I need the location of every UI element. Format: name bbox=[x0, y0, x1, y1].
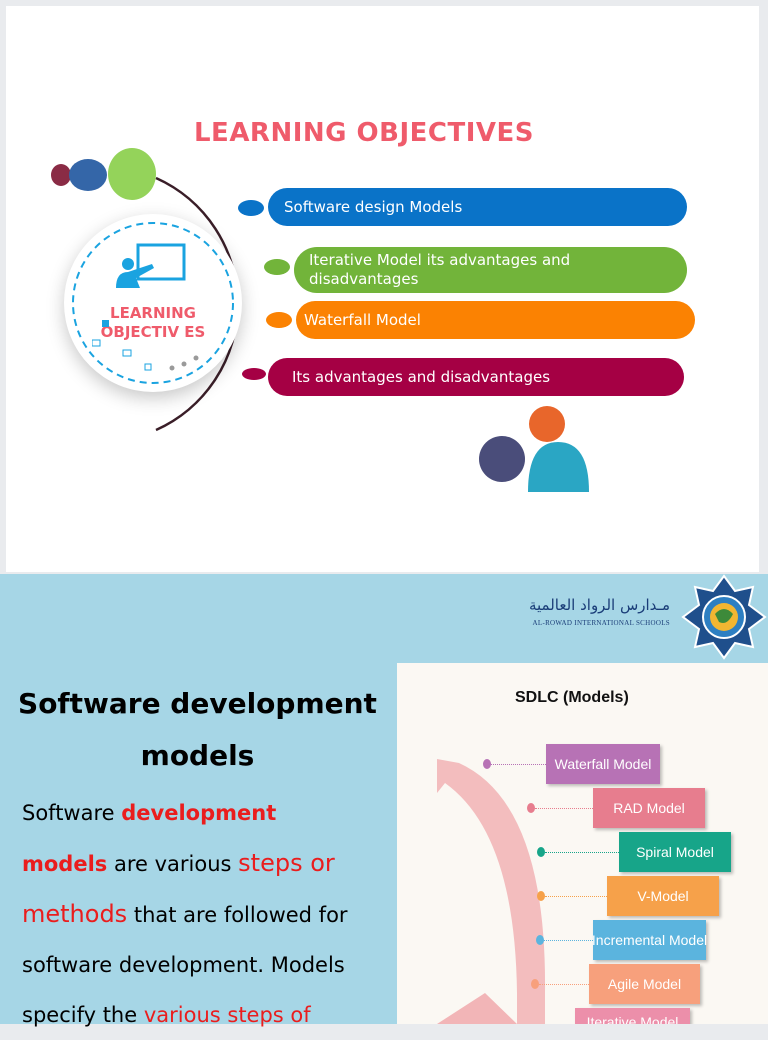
model-box-rad: RAD Model bbox=[593, 788, 705, 828]
facebook-icon bbox=[102, 320, 109, 327]
badge-small-icons bbox=[92, 320, 199, 371]
diagram-title: SDLC (Models) bbox=[515, 689, 629, 706]
objective-label: Its advantages and disadvantages bbox=[292, 367, 551, 386]
objective-item-2: Iterative Model its advantages and disad… bbox=[294, 247, 687, 293]
highlight-text: models bbox=[22, 852, 108, 876]
decor-body-teal bbox=[528, 442, 589, 492]
badge-ring bbox=[72, 222, 234, 384]
sdlc-diagram: SDLC (Models) Waterfall Model RAD Model … bbox=[397, 663, 768, 1024]
connector-line bbox=[545, 896, 607, 897]
highlight-text: various steps of bbox=[143, 1003, 311, 1027]
decor-dot-green bbox=[108, 148, 156, 200]
highlight-text: development bbox=[121, 801, 277, 825]
model-label: Incremental Model bbox=[591, 932, 708, 948]
software-models-slide: مـدارس الرواد العالمية AL-ROWAD INTERNAT… bbox=[0, 574, 768, 1027]
curved-arrow-shape bbox=[437, 759, 546, 1024]
model-label: Agile Model bbox=[607, 976, 682, 992]
model-box-agile: Agile Model bbox=[589, 964, 700, 1004]
model-box-v-model: V-Model bbox=[607, 876, 719, 916]
model-box-waterfall: Waterfall Model bbox=[546, 744, 660, 784]
objective-item-4: Its advantages and disadvantages bbox=[268, 358, 684, 396]
objective-label: Iterative Model its advantages and disad… bbox=[309, 251, 571, 288]
network-icon bbox=[144, 363, 152, 371]
computer-icon bbox=[122, 349, 132, 357]
connector-dot bbox=[536, 935, 544, 945]
laptop-icon bbox=[92, 339, 101, 347]
decor-shapes bbox=[51, 148, 589, 492]
section-heading: Software development models bbox=[18, 687, 377, 772]
badge-label: LEARNING OBJECTIV ES bbox=[100, 304, 206, 341]
model-box-incremental: Incremental Model bbox=[591, 920, 708, 960]
decor-dot-maroon bbox=[51, 164, 71, 186]
model-label: Spiral Model bbox=[636, 844, 714, 860]
objective-label: Software design Models bbox=[284, 197, 463, 216]
objective-dot-3 bbox=[266, 312, 292, 328]
school-logo-icon bbox=[681, 574, 767, 660]
model-label: Waterfall Model bbox=[554, 756, 652, 772]
connector-dot bbox=[537, 847, 545, 857]
decor-head-orange bbox=[529, 406, 565, 442]
decor-dot-navy bbox=[479, 436, 525, 482]
body-paragraph: Software development models are various … bbox=[22, 788, 392, 1040]
body-text-run: that are followed for software developme… bbox=[22, 903, 348, 1027]
model-label: Iterative Model bbox=[586, 1014, 679, 1024]
model-box-iterative: Iterative Model bbox=[575, 1008, 690, 1024]
connector-line bbox=[491, 764, 546, 765]
connector-dot bbox=[527, 803, 535, 813]
decor-dot-blue bbox=[69, 159, 107, 191]
model-label: V-Model bbox=[637, 888, 689, 904]
school-name-arabic: مـدارس الرواد العالمية bbox=[528, 596, 670, 614]
objective-item-1: Software design Models bbox=[268, 188, 687, 226]
highlight-text: steps or methods bbox=[22, 849, 335, 928]
body-text-run: are various bbox=[107, 852, 239, 876]
objective-dot-4 bbox=[242, 368, 266, 380]
connector-line bbox=[539, 984, 589, 985]
connector-dot bbox=[483, 759, 491, 769]
learning-objectives-badge: LEARNING OBJECTIV ES bbox=[64, 214, 242, 392]
connector-line bbox=[545, 852, 619, 853]
connector-dot bbox=[531, 979, 539, 989]
body-text-run: Software bbox=[22, 801, 122, 825]
objective-dot-2 bbox=[264, 259, 290, 275]
school-name-english: AL-ROWAD INTERNATIONAL SCHOOLS bbox=[532, 619, 670, 627]
objective-label: Waterfall Model bbox=[304, 310, 421, 329]
connector-line bbox=[544, 940, 593, 941]
teacher-board-icon bbox=[116, 243, 186, 288]
slide-title: LEARNING OBJECTIVES bbox=[193, 118, 534, 148]
learning-objectives-slide: LEARNING OBJECTIVES Software design Mode… bbox=[6, 6, 759, 572]
objective-item-3: Waterfall Model bbox=[296, 301, 695, 339]
model-box-spiral: Spiral Model bbox=[619, 832, 731, 872]
connector-line bbox=[535, 808, 593, 809]
objective-dot-1 bbox=[238, 200, 264, 216]
model-label: RAD Model bbox=[613, 800, 685, 816]
connector-dot bbox=[537, 891, 545, 901]
